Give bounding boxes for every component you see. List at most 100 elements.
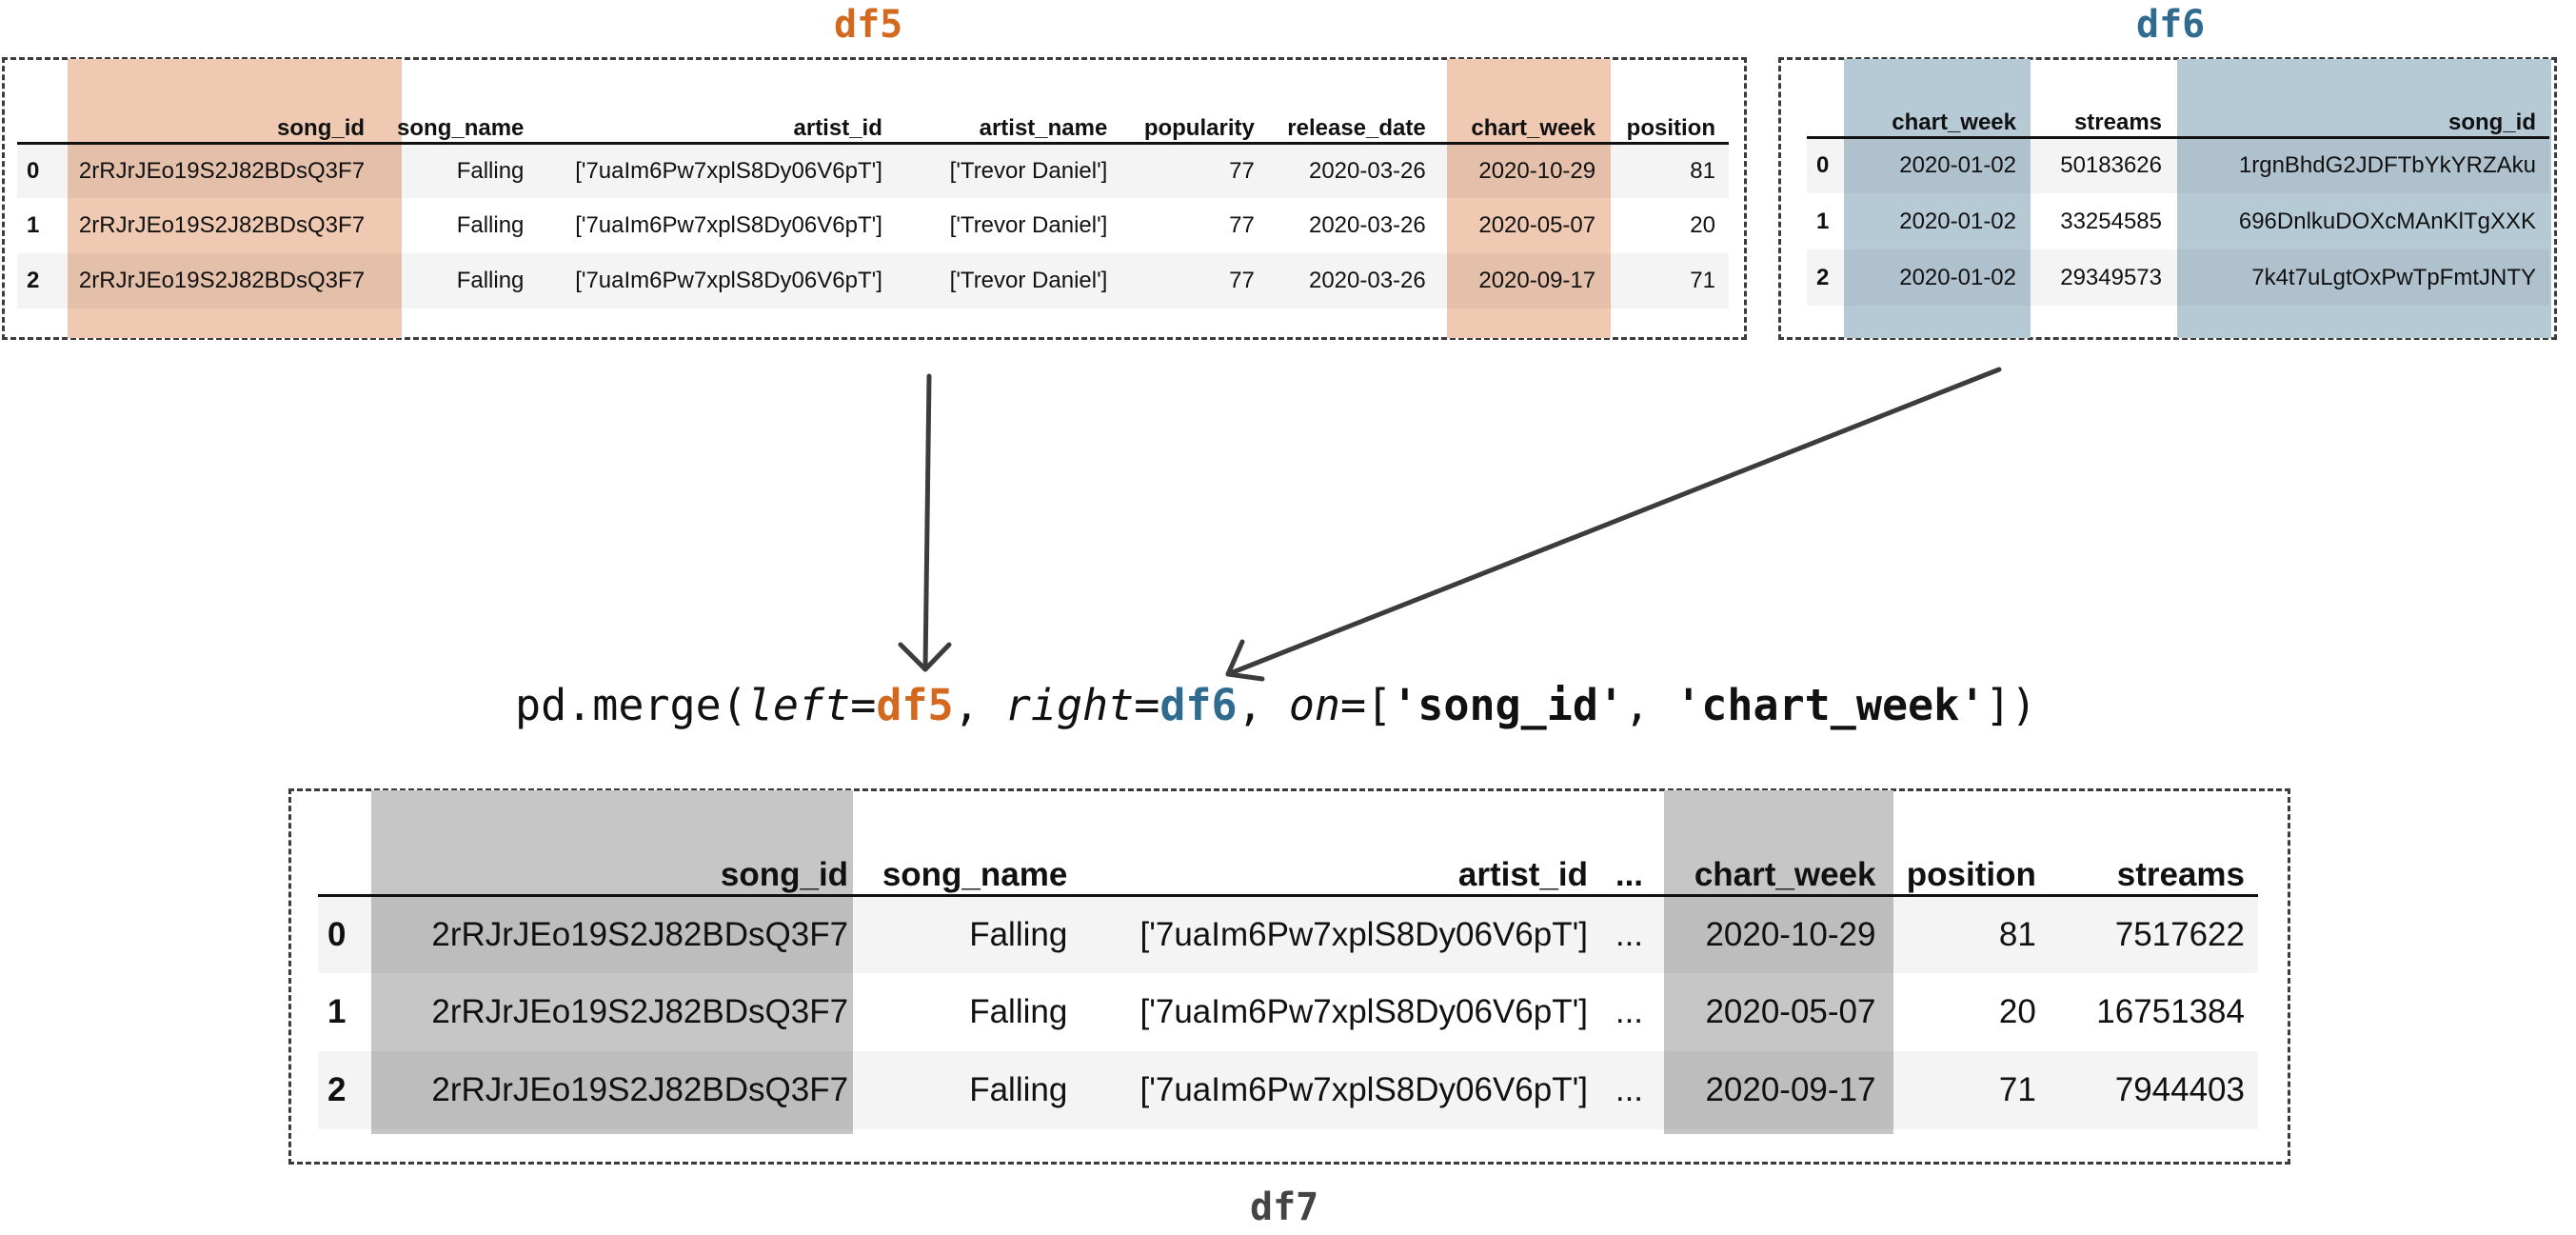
df6-cell: 29349573 — [2030, 249, 2175, 306]
df5-cell: 2020-03-26 — [1267, 143, 1439, 198]
df5-row-index: 0 — [17, 143, 54, 198]
df7-column-header: ... — [1615, 855, 1644, 893]
df5-arrow-head — [898, 642, 952, 672]
df6-arrow-shaft — [1225, 367, 2002, 677]
df5-song-id-highlight — [68, 59, 402, 338]
df5-title: df5 — [834, 3, 903, 47]
df6-column-header: song_id — [2447, 109, 2536, 135]
df5-cell: ['Trevor Daniel'] — [949, 212, 1108, 238]
df7-title: df7 — [1250, 1185, 1319, 1229]
df6-frame — [1778, 57, 2557, 340]
df5-cell: ['Trevor Daniel'] — [895, 143, 1121, 198]
df5-cell: 71 — [1609, 253, 1729, 309]
df6-cell: 2020-01-02 — [1843, 137, 2030, 193]
df7-cell: ... — [1601, 895, 1657, 973]
df5-column-header: artist_id — [793, 114, 882, 141]
df5-cell: 2020-03-26 — [1267, 253, 1439, 309]
df7-cell: 7517622 — [2049, 895, 2258, 973]
df5-cell: ['7uaIm6Pw7xplS8Dy06V6pT'] — [537, 143, 896, 198]
df7-cell: 2rRJrJEo19S2J82BDsQ3F7 — [431, 993, 849, 1030]
df7-column-header: artist_id — [1457, 855, 1589, 893]
df5-cell: 77 — [1120, 253, 1268, 309]
df6-cell: 33254585 — [2060, 208, 2162, 234]
df5-cell: 2rRJrJEo19S2J82BDsQ3F7 — [78, 212, 366, 238]
merge-left-df: df5 — [876, 680, 954, 730]
df7-cell: 2020-09-17 — [1656, 1051, 1890, 1129]
df5-cell: 77 — [1120, 143, 1268, 198]
df5-column-header: release_date — [1287, 114, 1426, 141]
merge-right-df: df6 — [1159, 680, 1238, 730]
df5-cell: Falling — [378, 143, 538, 198]
df7-column-header: chart_week — [1694, 855, 1876, 893]
df7-cell: 16751384 — [2096, 993, 2245, 1030]
df6-song-id-highlight — [2177, 59, 2551, 338]
df7-cell: 81 — [1889, 895, 2050, 973]
df6-column-header: streams — [2073, 109, 2162, 135]
df7-column-header: streams — [2116, 855, 2245, 893]
df7-cell: Falling — [862, 1051, 1081, 1129]
df6-cell: 2020-01-02 — [1843, 249, 2030, 306]
df5-cell: 2rRJrJEo19S2J82BDsQ3F7 — [53, 143, 379, 198]
df5-cell: Falling — [378, 253, 538, 309]
df7-column-header — [318, 790, 373, 895]
df5-cell: ['Trevor Daniel'] — [895, 253, 1121, 309]
df6-cell: 50183626 — [2030, 137, 2175, 193]
df7-cell: Falling — [862, 895, 1081, 973]
df7-cell: ... — [1601, 1051, 1657, 1129]
df7-cell: 2020-10-29 — [1656, 895, 1890, 973]
df5-table-row: 1 2rRJrJEo19S2J82BDsQ3F7 Falling ['7uaIm6Pw… — [17, 198, 1729, 253]
df5-column-header: position — [1626, 114, 1715, 141]
df5-cell: Falling — [456, 212, 525, 238]
df7-table-row: 1 2rRJrJEo19S2J82BDsQ3F7 Falling ['7uaIm6Pw… — [318, 973, 2258, 1051]
df7-column-header: position — [1906, 855, 2036, 893]
df5-cell: 2020-03-26 — [1308, 212, 1426, 238]
df7-cell: 20 — [1998, 993, 2036, 1030]
df7-cell: 2020-05-07 — [1705, 993, 1876, 1030]
df7-row-index: 0 — [318, 895, 373, 973]
df7-cell: ['7uaIm6Pw7xplS8Dy06V6pT'] — [1080, 1051, 1602, 1129]
df7-cell: ... — [1615, 993, 1644, 1030]
merge-call: pd.merge(left=df5, right=df6, on=['song_… — [515, 680, 2037, 730]
df5-row-index: 1 — [27, 212, 40, 238]
df6-title: df6 — [2136, 3, 2206, 47]
df7-cell: ['7uaIm6Pw7xplS8Dy06V6pT'] — [1139, 993, 1589, 1030]
df7-cell: 2rRJrJEo19S2J82BDsQ3F7 — [372, 1051, 862, 1129]
df7-song-id-highlight — [371, 790, 853, 1134]
df6-row-index: 0 — [1807, 137, 1843, 193]
df7-column-header: song_id — [720, 855, 849, 893]
df6-arrow-head — [1225, 639, 1265, 682]
df6-cell: 696DnlkuDOXcMAnKlTgXXK — [2238, 208, 2536, 234]
df7-cell: 7944403 — [2049, 1051, 2258, 1129]
df7-row-index: 1 — [327, 993, 347, 1030]
df7-cell: ['7uaIm6Pw7xplS8Dy06V6pT'] — [1080, 895, 1602, 973]
df5-column-header: song_id — [277, 114, 366, 141]
df5-column-header: popularity — [1143, 114, 1255, 141]
df7-row-index: 2 — [318, 1051, 373, 1129]
df5-row-index: 2 — [17, 253, 54, 309]
df5-cell: ['7uaIm6Pw7xplS8Dy06V6pT'] — [575, 212, 882, 238]
df7-column-header: song_name — [882, 855, 1068, 893]
df6-cell: 1rgnBhdG2JDFTbYkYRZAku — [2175, 137, 2549, 193]
df6-chart-week-highlight — [1844, 59, 2031, 338]
df5-cell: 2020-05-07 — [1478, 212, 1596, 238]
df7-cell: 71 — [1889, 1051, 2050, 1129]
df5-arrow-shaft — [922, 373, 932, 672]
df5-cell: 2020-09-17 — [1438, 253, 1610, 309]
df5-cell: 77 — [1229, 212, 1255, 238]
df7-frame — [288, 788, 2290, 1165]
df5-cell: ['7uaIm6Pw7xplS8Dy06V6pT'] — [537, 253, 896, 309]
df6-row-index: 2 — [1807, 249, 1843, 306]
df6-cell: 7k4t7uLgtOxPwTpFmtJNTY — [2175, 249, 2549, 306]
df7-cell: Falling — [969, 993, 1068, 1030]
